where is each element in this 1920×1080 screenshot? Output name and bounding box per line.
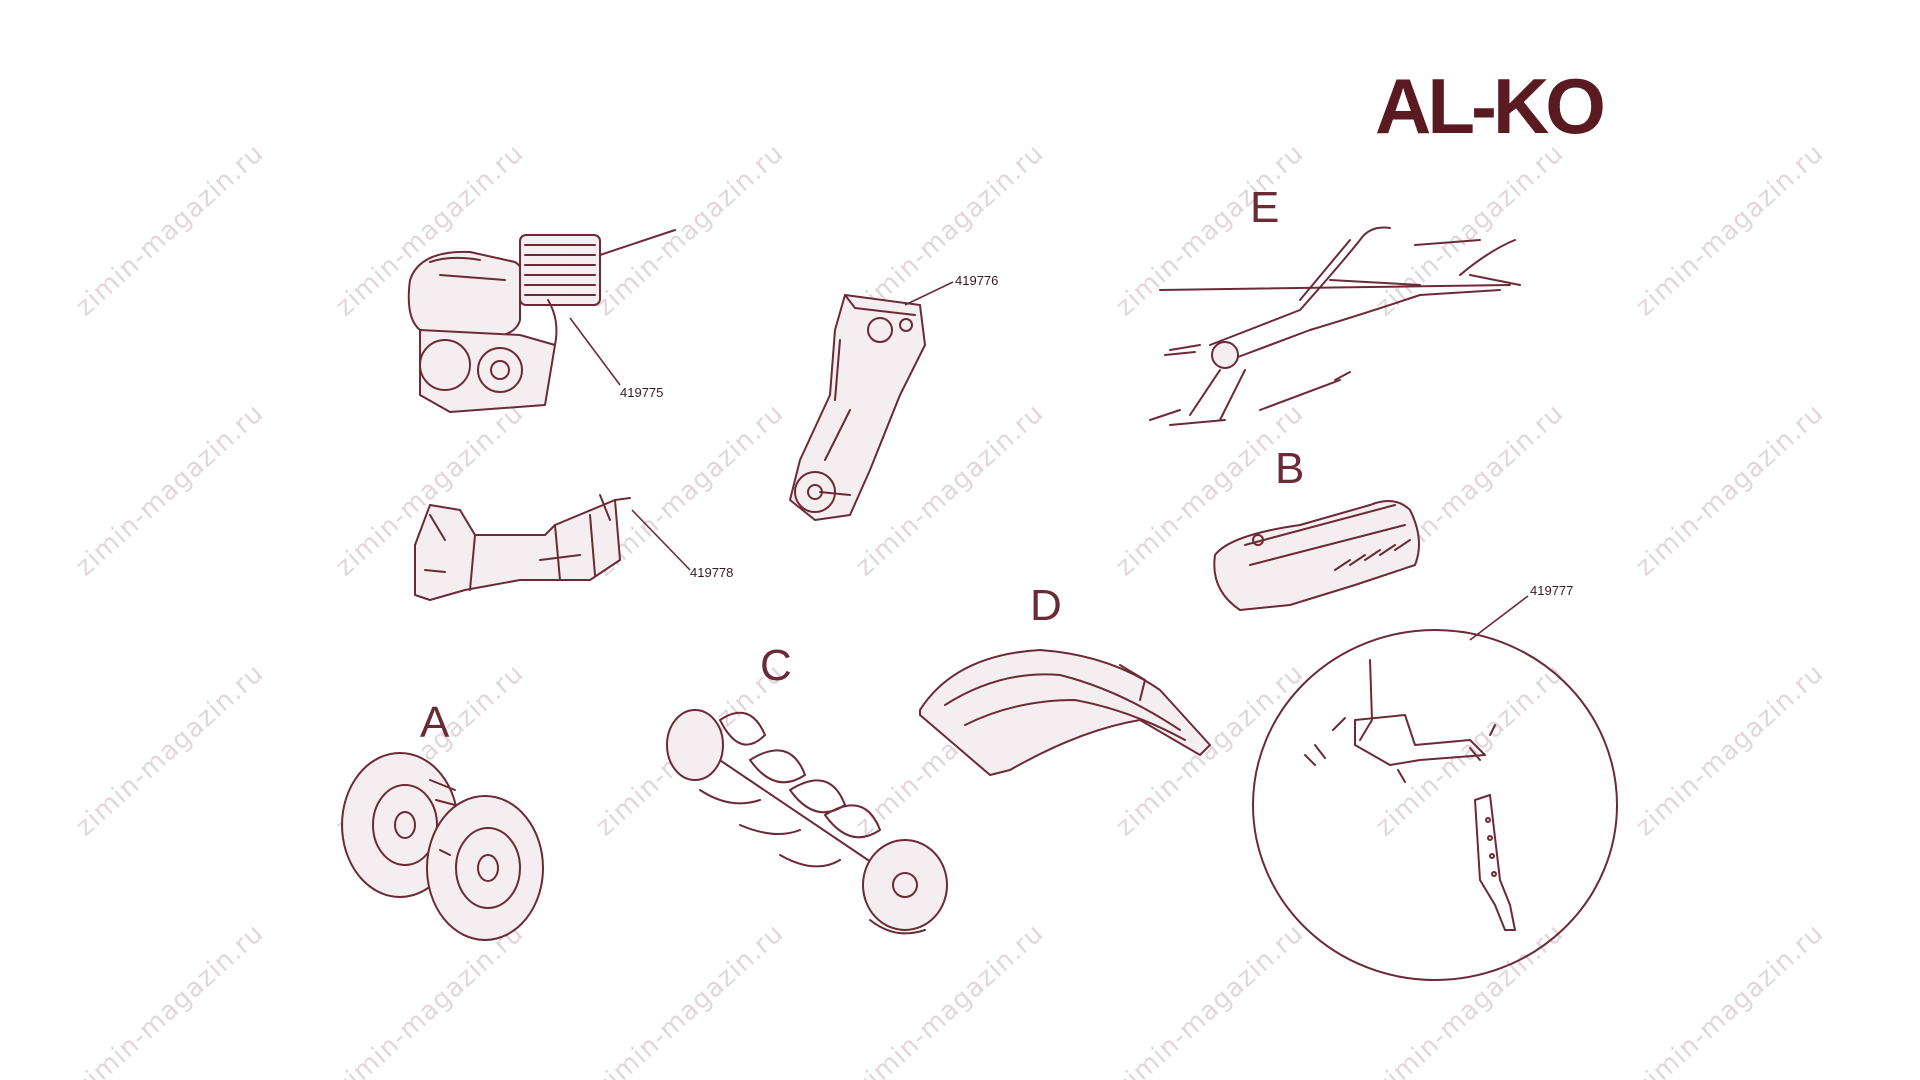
frame-part-number: 419778 (690, 565, 733, 580)
gearbox-icon (789, 294, 926, 521)
gearbox-leader (904, 281, 954, 306)
brand-logo: AL-KO (1375, 62, 1603, 150)
engine-icon (407, 229, 676, 413)
label-c: C (760, 641, 792, 690)
hitch-part-number: 419777 (1530, 583, 1573, 598)
frame-bracket-icon (414, 494, 631, 601)
handlebar-icon (1149, 226, 1521, 426)
label-b: B (1275, 444, 1304, 493)
engine-part-number: 419775 (620, 385, 663, 400)
hitch-leader (1469, 595, 1529, 641)
frame-leader (631, 509, 691, 571)
gearbox-part-number: 419776 (955, 273, 998, 288)
hitch-detail-icon (1252, 629, 1618, 981)
engine-leader (569, 317, 621, 386)
label-a: A (420, 698, 450, 747)
wheels-icon (341, 752, 544, 941)
label-d: D (1030, 581, 1062, 630)
fender-icon (919, 649, 1211, 776)
tiller-blades-icon (666, 709, 948, 935)
label-e: E (1250, 183, 1279, 232)
belt-cover-icon (1213, 500, 1420, 611)
